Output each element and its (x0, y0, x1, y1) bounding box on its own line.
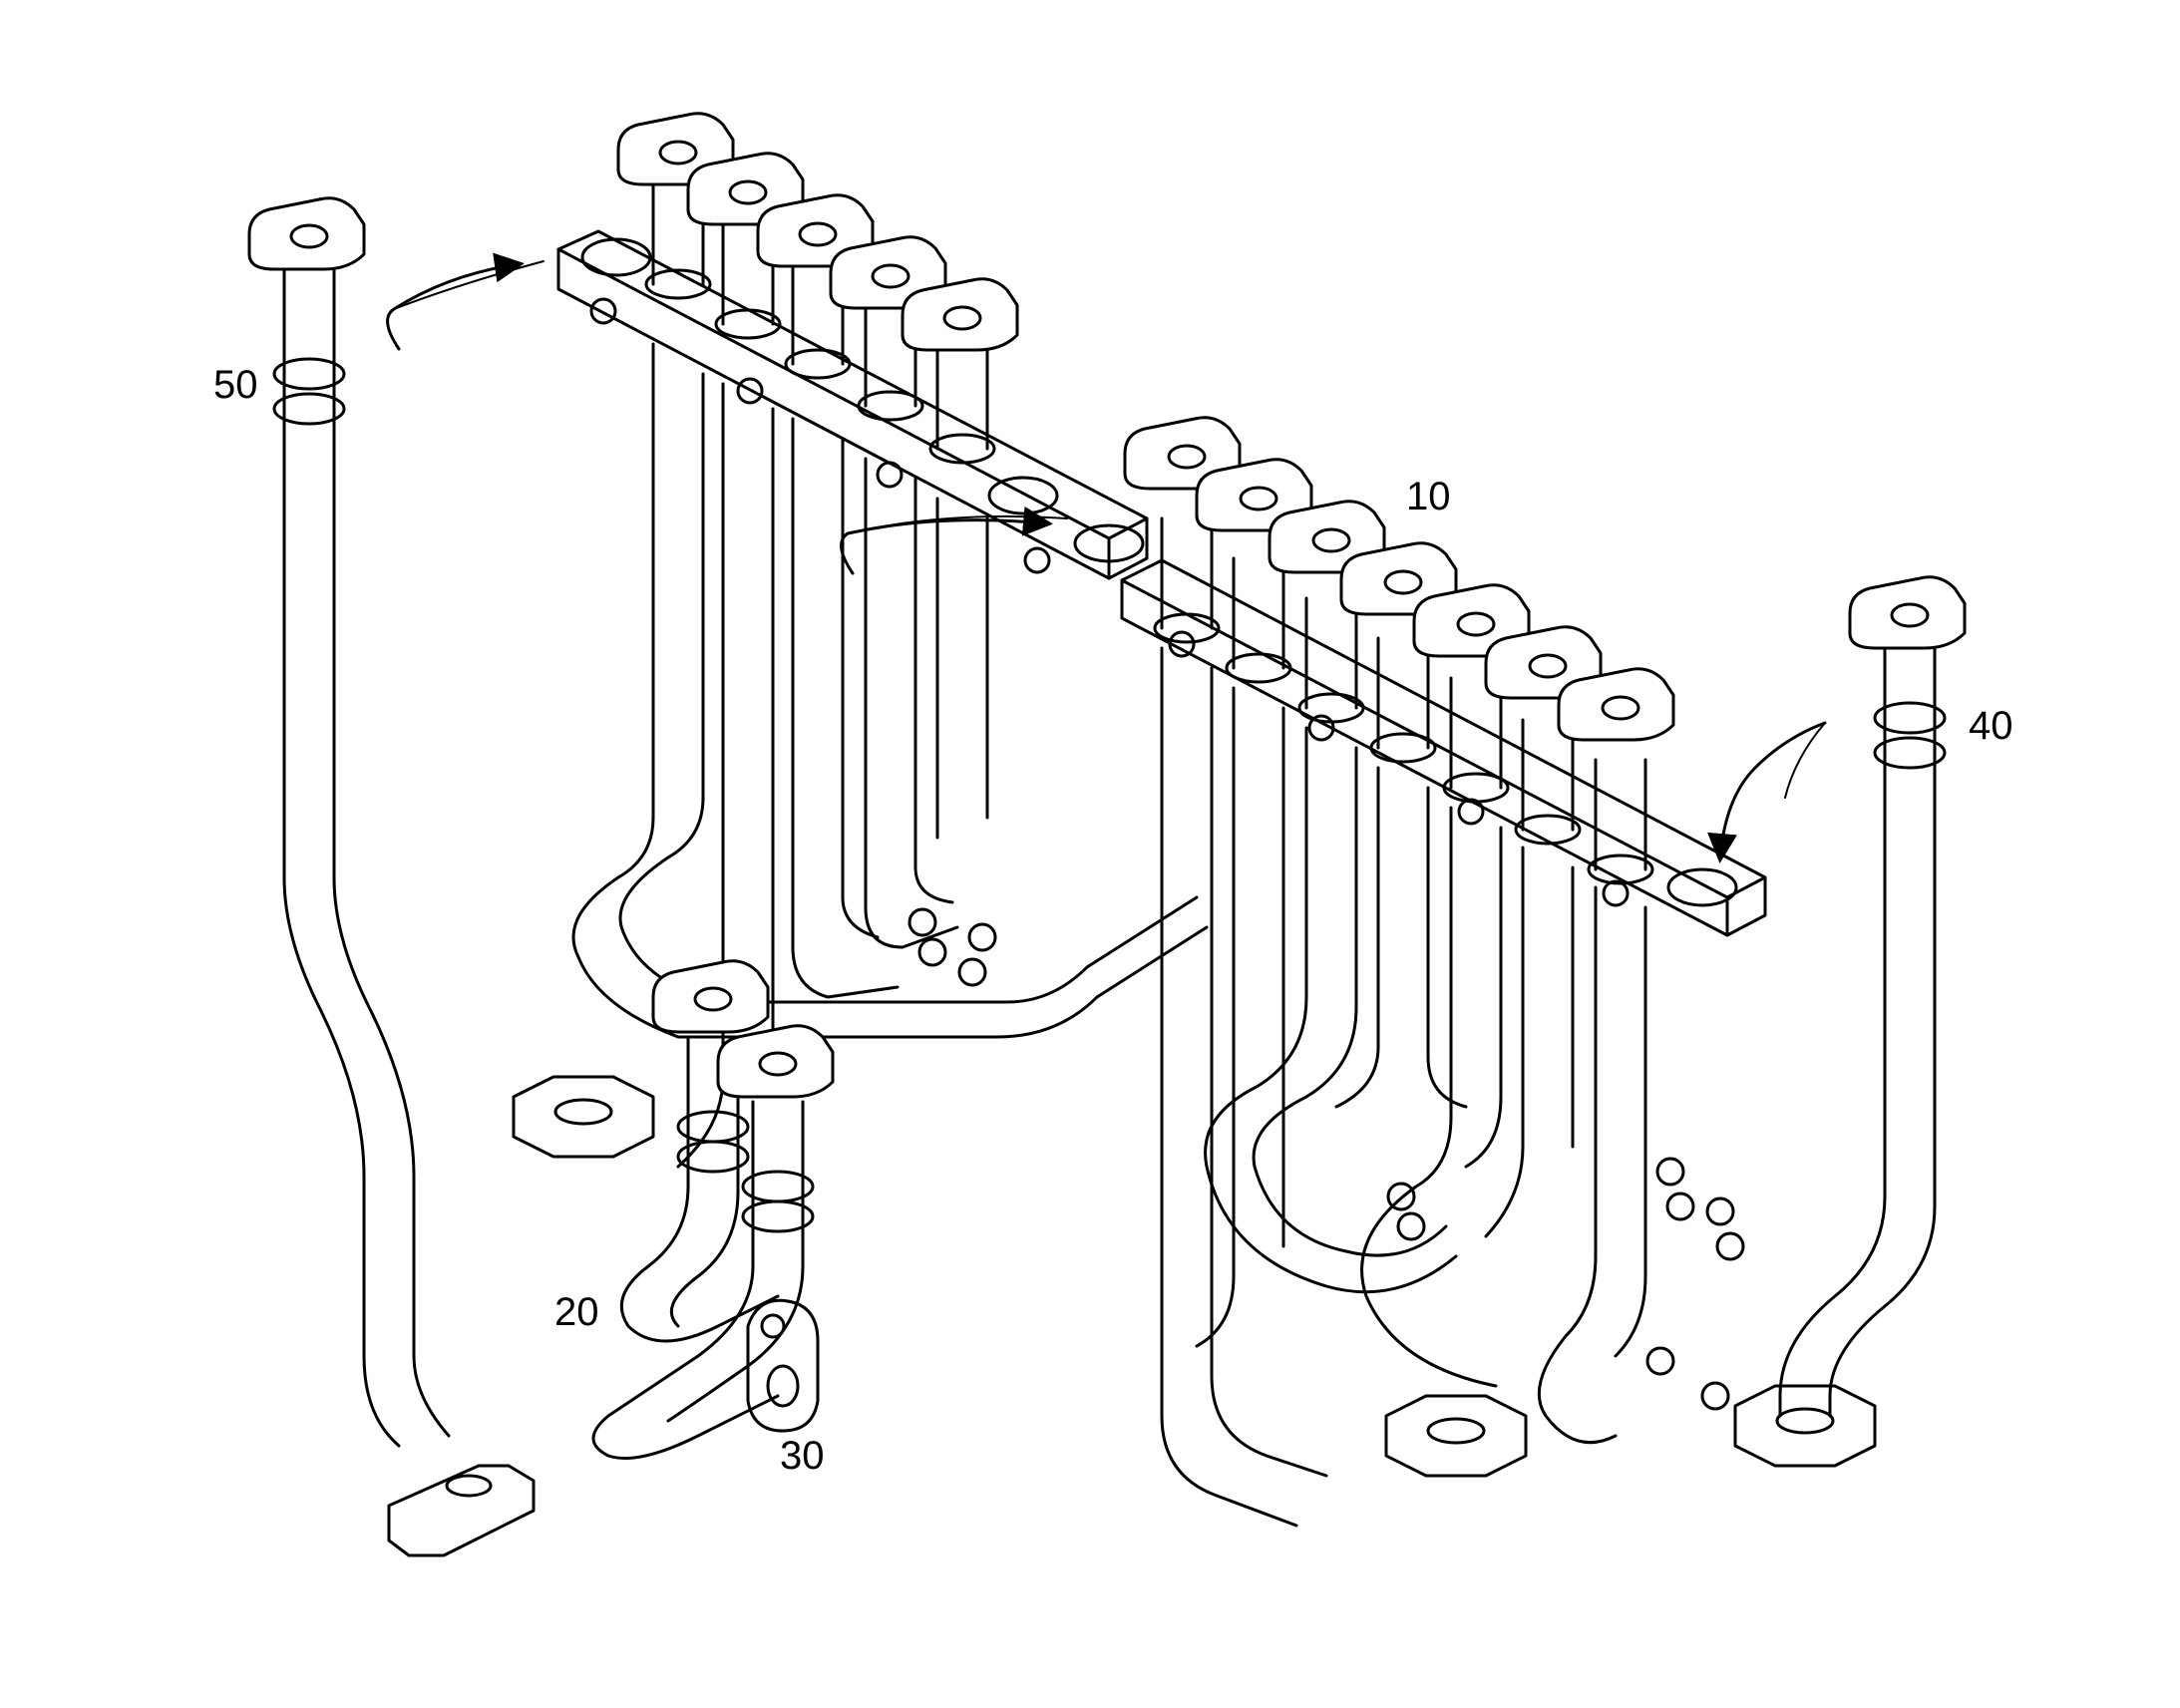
pipe-30 (591, 1024, 835, 1460)
risers-right (1153, 516, 1654, 885)
flow-arrow-icon (840, 506, 1068, 575)
pipes-under-right-bar (1160, 646, 1647, 1528)
reference-label-40: 40 (1967, 704, 2015, 748)
reference-label-10: 10 (1404, 475, 1453, 518)
pipe-50 (247, 196, 536, 1557)
manifold-bar-left (556, 229, 1149, 580)
pipes-under-left-bar (571, 342, 1209, 1169)
reference-label-50: 50 (211, 363, 260, 407)
flow-arrow-icon (386, 252, 545, 351)
reference-label-30: 30 (778, 1434, 827, 1478)
flow-arrow-icon (1707, 721, 1827, 863)
pipe-20 (619, 959, 780, 1343)
bottom-flanges (512, 1075, 1877, 1478)
bar-bolts (589, 297, 1630, 907)
flanges-right (1123, 416, 1675, 742)
reference-label-20: 20 (552, 1290, 601, 1334)
bolt-clusters (760, 907, 1745, 1411)
pipe-40 (1778, 575, 1967, 1418)
flanges-left (616, 112, 1019, 352)
